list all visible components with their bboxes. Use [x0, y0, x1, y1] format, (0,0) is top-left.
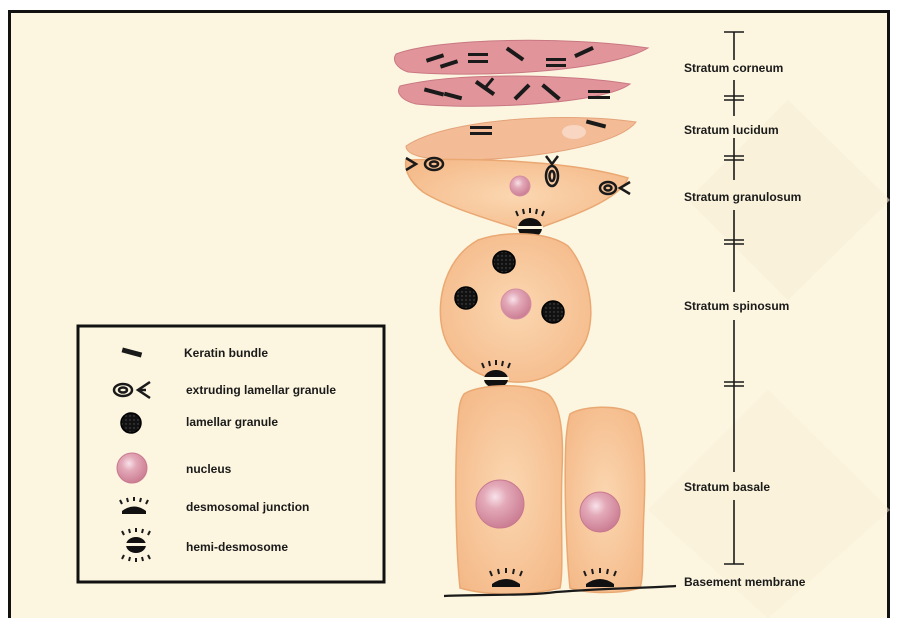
nucleus	[501, 289, 531, 319]
lamellar-granule	[542, 301, 564, 323]
nucleus-icon	[117, 453, 147, 483]
legend-label: desmosomal junction	[186, 500, 309, 514]
label-stratum-corneum: Stratum corneum	[684, 61, 783, 75]
legend-label: Keratin bundle	[184, 346, 268, 360]
stratum-basale-cells	[456, 386, 645, 594]
legend-label: lamellar granule	[186, 415, 278, 429]
stratum-spinosum-cell	[440, 234, 590, 382]
label-stratum-spinosum: Stratum spinosum	[684, 299, 789, 313]
nucleus	[476, 480, 524, 528]
lamellar-granule	[455, 287, 477, 309]
legend-label: hemi-desmosome	[186, 540, 288, 554]
lamellar-granule	[493, 251, 515, 273]
diagram-frame: Stratum corneum Stratum lucidum Stratum …	[8, 10, 890, 618]
label-stratum-basale: Stratum basale	[684, 480, 770, 494]
label-basement-membrane: Basement membrane	[684, 575, 806, 589]
label-stratum-granulosum: Stratum granulosum	[684, 190, 801, 204]
legend-label: nucleus	[186, 462, 232, 476]
nucleus	[580, 492, 620, 532]
label-stratum-lucidum: Stratum lucidum	[684, 123, 779, 137]
lamellar-granule-icon	[121, 413, 141, 433]
nucleus	[510, 176, 530, 196]
legend-label: extruding lamellar granule	[186, 383, 336, 397]
epidermis-diagram: Stratum corneum Stratum lucidum Stratum …	[8, 10, 890, 618]
legend: Keratin bundle extruding lamellar granul…	[78, 326, 384, 582]
